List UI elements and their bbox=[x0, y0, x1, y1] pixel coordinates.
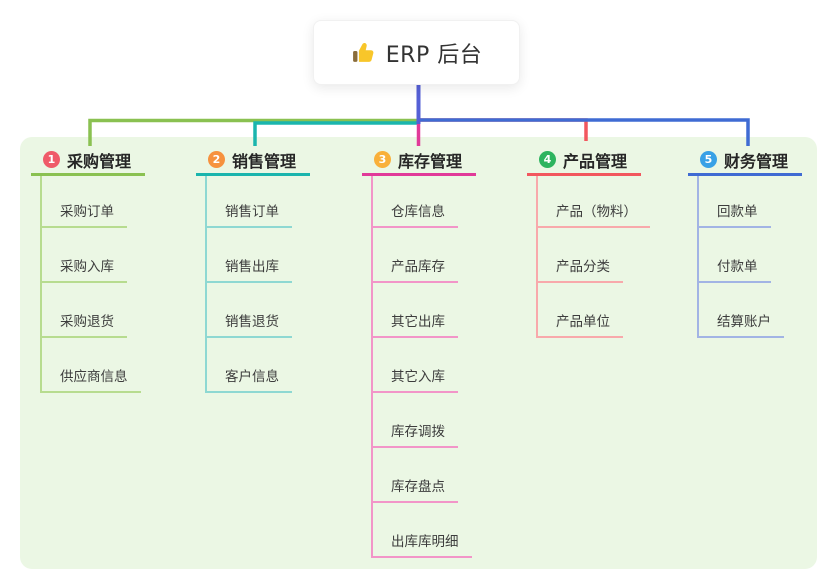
branch-product: 4 产品管理 产品（物料） 产品分类 产品单位 bbox=[527, 146, 650, 338]
child-label: 出库库明细 bbox=[391, 534, 459, 550]
branch-finance-children: 回款单 付款单 结算账户 bbox=[697, 176, 784, 338]
child-node[interactable]: 其它出库 bbox=[373, 283, 458, 338]
child-label: 回款单 bbox=[717, 204, 758, 220]
branch-purchase-children: 采购订单 采购入库 采购退货 供应商信息 bbox=[40, 176, 141, 393]
branch-inventory-head[interactable]: 3 库存管理 bbox=[362, 146, 476, 176]
child-label: 产品单位 bbox=[556, 314, 610, 330]
child-node[interactable]: 产品库存 bbox=[373, 228, 458, 283]
child-node[interactable]: 回款单 bbox=[699, 176, 771, 228]
child-label: 产品（物料） bbox=[556, 204, 637, 220]
child-label: 采购退货 bbox=[60, 314, 114, 330]
child-node[interactable]: 库存调拨 bbox=[373, 393, 458, 448]
branch-label: 库存管理 bbox=[398, 151, 463, 171]
branch-product-children: 产品（物料） 产品分类 产品单位 bbox=[536, 176, 650, 338]
branch-sales: 2 销售管理 销售订单 销售出库 销售退货 客户信息 bbox=[196, 146, 310, 393]
child-label: 客户信息 bbox=[225, 369, 279, 385]
child-label: 产品分类 bbox=[556, 259, 610, 275]
child-node[interactable]: 产品分类 bbox=[538, 228, 623, 283]
child-node[interactable]: 仓库信息 bbox=[373, 176, 458, 228]
branch-label: 财务管理 bbox=[724, 151, 789, 171]
branch-badge: 3 bbox=[374, 151, 391, 168]
branch-sales-head[interactable]: 2 销售管理 bbox=[196, 146, 310, 176]
child-node[interactable]: 采购入库 bbox=[42, 228, 127, 283]
branch-badge: 4 bbox=[539, 151, 556, 168]
branch-finance-head[interactable]: 5 财务管理 bbox=[688, 146, 802, 176]
child-node[interactable]: 结算账户 bbox=[699, 283, 784, 338]
branch-finance: 5 财务管理 回款单 付款单 结算账户 bbox=[688, 146, 802, 338]
child-node[interactable]: 采购退货 bbox=[42, 283, 127, 338]
branch-label: 销售管理 bbox=[232, 151, 297, 171]
child-label: 库存盘点 bbox=[391, 479, 445, 495]
branch-badge: 5 bbox=[700, 151, 717, 168]
child-label: 仓库信息 bbox=[391, 204, 445, 220]
child-label: 供应商信息 bbox=[60, 369, 128, 385]
branch-sales-children: 销售订单 销售出库 销售退货 客户信息 bbox=[205, 176, 292, 393]
child-node[interactable]: 采购订单 bbox=[42, 176, 127, 228]
child-label: 销售出库 bbox=[225, 259, 279, 275]
branch-product-head[interactable]: 4 产品管理 bbox=[527, 146, 641, 176]
child-label: 其它出库 bbox=[391, 314, 445, 330]
branch-purchase: 1 采购管理 采购订单 采购入库 采购退货 供应商信息 bbox=[31, 146, 145, 393]
branch-badge: 2 bbox=[208, 151, 225, 168]
child-node[interactable]: 销售出库 bbox=[207, 228, 292, 283]
branch-label: 产品管理 bbox=[563, 151, 628, 171]
child-node[interactable]: 销售订单 bbox=[207, 176, 292, 228]
child-node[interactable]: 产品单位 bbox=[538, 283, 623, 338]
child-node[interactable]: 付款单 bbox=[699, 228, 771, 283]
child-label: 销售退货 bbox=[225, 314, 279, 330]
child-label: 其它入库 bbox=[391, 369, 445, 385]
child-node[interactable]: 供应商信息 bbox=[42, 338, 141, 393]
root-node[interactable]: ERP 后台 bbox=[313, 20, 520, 85]
child-node[interactable]: 其它入库 bbox=[373, 338, 458, 393]
branch-inventory-children: 仓库信息 产品库存 其它出库 其它入库 库存调拨 库存盘点 出库库明细 bbox=[371, 176, 472, 558]
branch-purchase-head[interactable]: 1 采购管理 bbox=[31, 146, 145, 176]
child-node[interactable]: 销售退货 bbox=[207, 283, 292, 338]
child-label: 库存调拨 bbox=[391, 424, 445, 440]
child-node[interactable]: 产品（物料） bbox=[538, 176, 650, 228]
child-label: 采购入库 bbox=[60, 259, 114, 275]
branch-inventory: 3 库存管理 仓库信息 产品库存 其它出库 其它入库 库存调拨 库存盘点 出库库… bbox=[362, 146, 476, 558]
mindmap-canvas bbox=[20, 137, 817, 569]
branch-label: 采购管理 bbox=[67, 151, 132, 171]
child-node[interactable]: 客户信息 bbox=[207, 338, 292, 393]
child-label: 付款单 bbox=[717, 259, 758, 275]
child-label: 销售订单 bbox=[225, 204, 279, 220]
root-title: ERP 后台 bbox=[385, 42, 483, 68]
child-label: 结算账户 bbox=[717, 314, 771, 330]
child-node[interactable]: 出库库明细 bbox=[373, 503, 472, 558]
child-node[interactable]: 库存盘点 bbox=[373, 448, 458, 503]
child-label: 采购订单 bbox=[60, 204, 114, 220]
thumbs-up-icon bbox=[351, 40, 376, 65]
child-label: 产品库存 bbox=[391, 259, 445, 275]
branch-badge: 1 bbox=[43, 151, 60, 168]
